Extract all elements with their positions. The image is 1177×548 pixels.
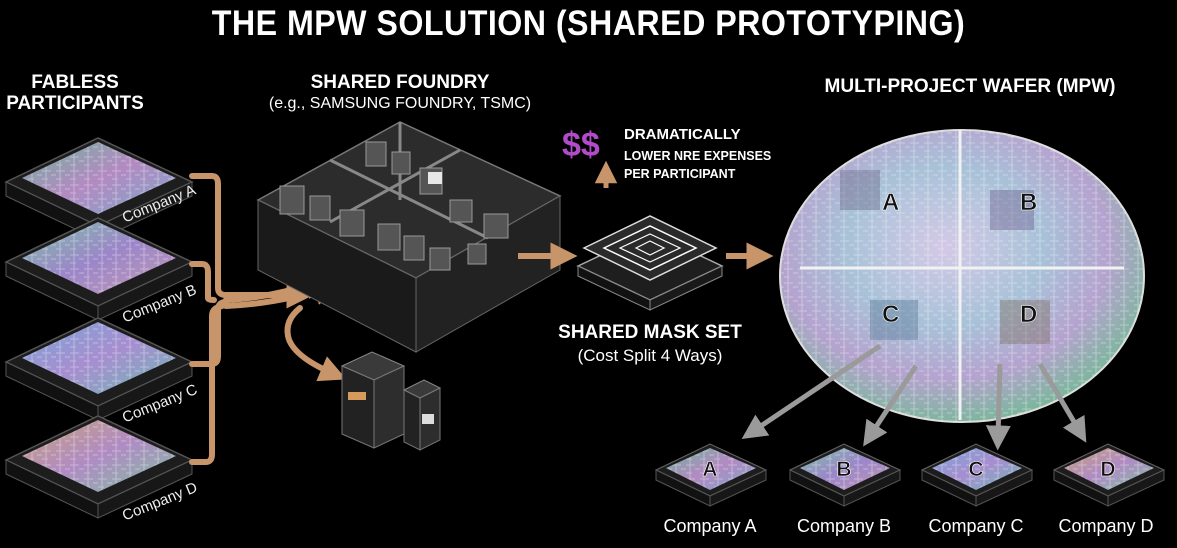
cost-line1: DRAMATICALLY — [624, 126, 741, 143]
output-chip-d — [1052, 443, 1166, 507]
output-arrows — [741, 343, 1087, 451]
cost-dollar-icon: $$ — [562, 126, 600, 164]
participant-arrows — [189, 173, 347, 465]
fabless-chip-b — [4, 217, 194, 321]
fabless-heading-line2: PARTICIPANTS — [6, 93, 144, 114]
output-chip-letter-a: A — [702, 458, 717, 481]
wafer-heading: MULTI-PROJECT WAFER (MPW) — [824, 76, 1116, 97]
wafer-quadrant-c: C — [882, 301, 899, 328]
output-label-a: Company A — [663, 516, 757, 536]
mask-heading: SHARED MASK SET — [558, 322, 742, 343]
wafer-quadrant-a: A — [882, 189, 899, 216]
foundry-building — [256, 121, 562, 353]
output-chip-c — [920, 443, 1034, 507]
output-chip-b — [788, 443, 902, 507]
fabless-chip-a — [4, 137, 194, 241]
output-label-d: Company D — [1058, 516, 1154, 536]
shared-mask-set — [576, 215, 724, 311]
output-chip-letter-c: C — [968, 458, 983, 481]
output-chip-a — [654, 443, 768, 507]
foundry-subheading: (e.g., SAMSUNG FOUNDRY, TSMC) — [268, 95, 532, 112]
wafer-quadrant-b: B — [1020, 189, 1037, 216]
foundry-heading: SHARED FOUNDRY — [310, 72, 490, 93]
output-label-b: Company B — [796, 516, 892, 536]
page-title: THE MPW SOLUTION (SHARED PROTOTYPING) — [211, 4, 966, 43]
output-chip-letter-b: B — [836, 458, 851, 481]
wafer-quadrant-d: D — [1020, 301, 1037, 328]
output-label-c: Company C — [928, 516, 1024, 536]
mpw-wafer — [779, 129, 1145, 423]
mask-subheading: (Cost Split 4 Ways) — [577, 346, 723, 365]
cost-line2: LOWER NRE EXPENSES — [624, 149, 772, 163]
fab-tool-machine — [340, 351, 442, 451]
fabless-chip-d — [4, 415, 194, 519]
cost-line3: PER PARTICIPANT — [624, 167, 736, 181]
output-chip-letter-d: D — [1100, 458, 1115, 481]
fabless-heading-line1: FABLESS — [31, 72, 119, 93]
fabless-heading: FABLESS PARTICIPANTS — [0, 72, 150, 114]
